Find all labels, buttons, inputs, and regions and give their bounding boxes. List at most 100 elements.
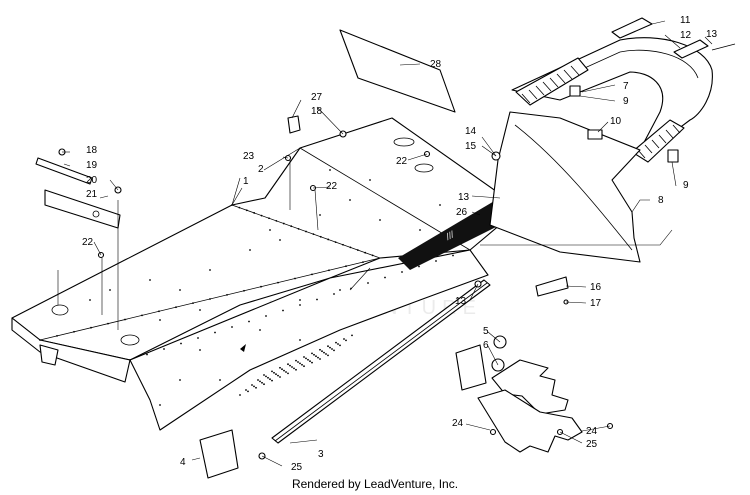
hitch-plate <box>455 344 487 391</box>
rivet <box>158 310 160 313</box>
rivet <box>418 265 420 268</box>
rivet <box>238 206 241 209</box>
rivet <box>245 209 248 212</box>
rivet <box>259 329 261 331</box>
rivet <box>253 212 256 214</box>
tunnel-assembly <box>11 117 521 431</box>
rivet <box>327 354 329 357</box>
rivet <box>313 353 315 356</box>
rivet <box>339 289 341 291</box>
rivet <box>299 304 301 306</box>
grip-ridge <box>549 77 559 88</box>
footer-credit: Rendered by LeadVenture, Inc. <box>291 477 459 491</box>
rivet <box>309 360 311 363</box>
rivet <box>287 372 289 375</box>
rivet <box>287 363 289 366</box>
rivet <box>277 281 279 284</box>
angle-bracket <box>44 189 121 229</box>
rivet <box>175 306 177 309</box>
rivet <box>401 271 403 273</box>
rivet <box>297 227 300 230</box>
rivet <box>285 371 287 373</box>
rivet <box>295 359 297 362</box>
rivet <box>311 273 313 276</box>
bracket-hole <box>92 210 100 218</box>
clip-7 <box>569 85 581 97</box>
rivet <box>146 353 148 356</box>
rivet <box>369 179 371 181</box>
rivet <box>362 261 364 263</box>
callout-27: 27 <box>311 92 323 103</box>
rivet <box>325 353 327 355</box>
rivet <box>275 373 277 376</box>
rivet <box>277 374 279 377</box>
rivet <box>312 233 315 236</box>
rivet <box>299 299 301 301</box>
grip-ridge <box>542 81 552 92</box>
rivet <box>179 289 181 291</box>
callout-18a: 18 <box>86 145 98 156</box>
callout-13c: 13 <box>455 296 467 307</box>
callout-4: 4 <box>180 457 186 468</box>
rivet <box>255 386 257 389</box>
callout-9a: 9 <box>623 96 629 107</box>
rivet <box>265 375 267 378</box>
rivet <box>226 294 228 296</box>
rivet <box>279 239 281 241</box>
rivet <box>279 376 281 378</box>
rivet <box>299 339 301 341</box>
callout-18b: 18 <box>311 106 323 117</box>
grip-ridge <box>672 124 681 134</box>
callout-2: 2 <box>258 164 264 175</box>
rivet <box>303 356 305 358</box>
screw-24-left <box>489 428 497 436</box>
callout-23: 23 <box>243 151 255 162</box>
rivet-pattern <box>39 169 454 406</box>
grab-handle-right <box>631 119 685 163</box>
rivet <box>149 279 151 281</box>
rivet <box>452 254 454 257</box>
rivet <box>305 357 307 360</box>
rivet <box>293 367 295 370</box>
rear-bumper-frame <box>511 37 713 151</box>
slide-rail-edge <box>274 282 488 442</box>
rivet <box>379 219 381 221</box>
rivet <box>214 331 216 334</box>
callout-1: 1 <box>243 176 249 187</box>
rivet <box>263 383 265 386</box>
rear-bumper-assembly <box>489 17 736 263</box>
rivet <box>435 260 437 262</box>
clip-10 <box>587 129 603 140</box>
callout-20: 20 <box>86 175 98 186</box>
rivet <box>260 214 263 217</box>
callout-6: 6 <box>483 340 489 351</box>
rivet <box>349 199 351 201</box>
rivet <box>259 380 261 383</box>
rivet <box>56 335 58 337</box>
rivet <box>334 241 337 244</box>
rivet <box>271 379 273 382</box>
callout-17: 17 <box>590 298 602 309</box>
rivet <box>109 289 111 291</box>
rivet <box>251 384 253 386</box>
rivet <box>39 339 41 341</box>
deck-hole-rear <box>393 137 415 147</box>
decal-strip <box>339 29 456 113</box>
rivet <box>257 379 259 381</box>
rivet <box>291 366 293 368</box>
grip-ridge <box>556 73 566 84</box>
tunnel-front-bracket <box>39 344 59 366</box>
rivet <box>239 394 241 396</box>
rivet <box>364 251 367 254</box>
rivet <box>333 349 335 352</box>
tunnel-decal: /// <box>398 200 506 270</box>
hitch-bracket-lower <box>477 389 583 453</box>
rivet <box>289 364 291 367</box>
callout-12: 12 <box>680 30 692 41</box>
rivet <box>343 338 345 340</box>
rivet <box>337 343 339 345</box>
grip-ridge <box>651 139 660 149</box>
rivet <box>197 337 199 339</box>
rivet <box>269 229 271 231</box>
